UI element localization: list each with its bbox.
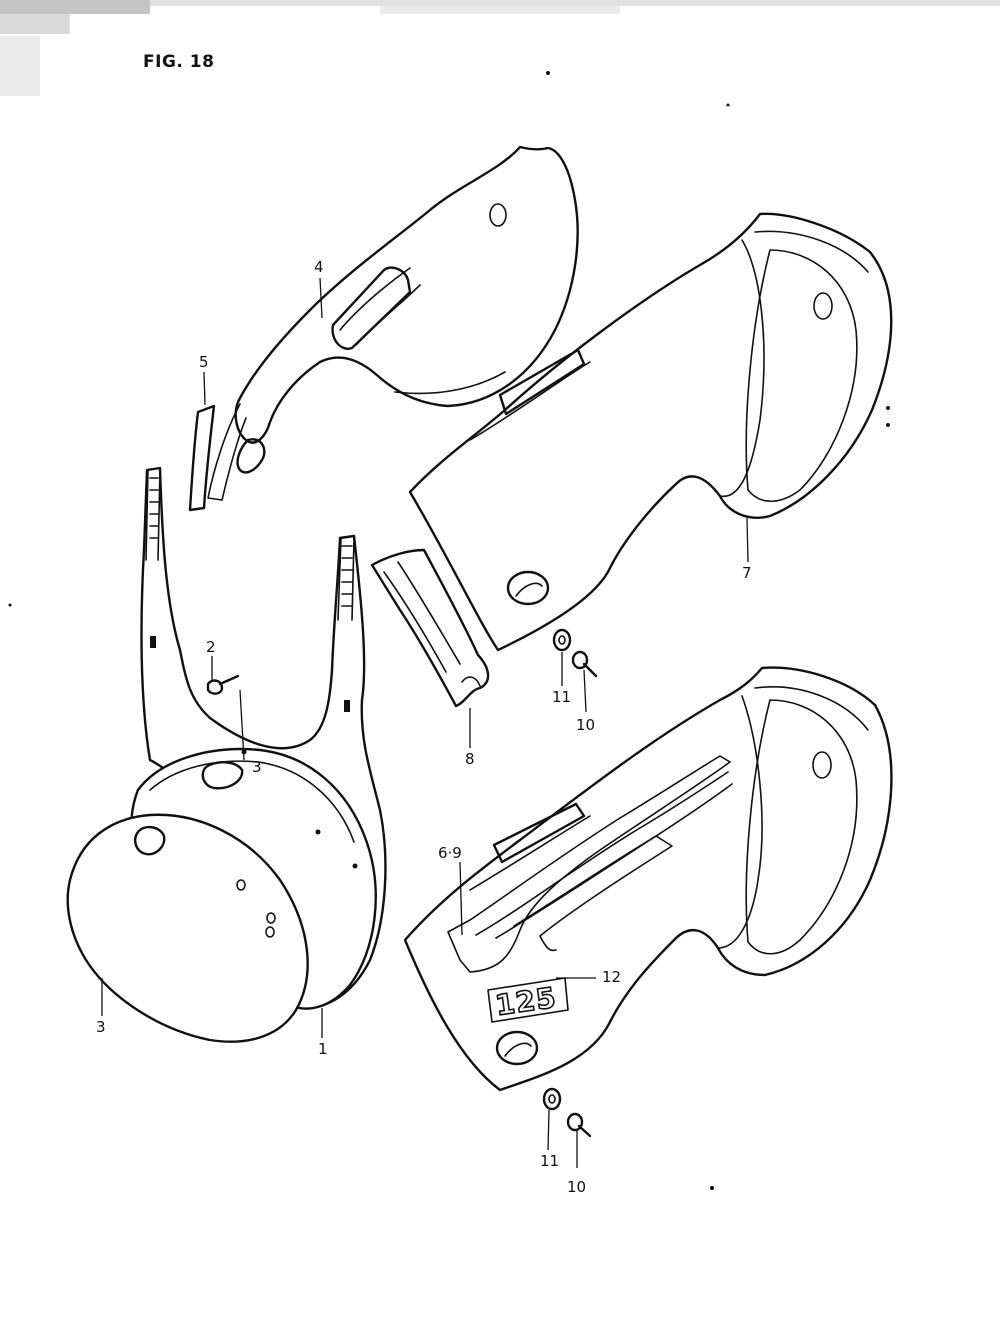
part-8-rubber-strip [370, 548, 490, 708]
callout-11-lower: 11 [540, 1152, 560, 1170]
callout-6-9: 6·9 [438, 844, 462, 862]
part-2-screw [206, 674, 240, 695]
part-5-trim-strip [188, 404, 216, 512]
part-10-screw-upper [571, 650, 598, 678]
callout-12: 12 [602, 968, 622, 986]
part-6-9-side-cover-with-decal [403, 666, 893, 1092]
part-7-side-cover-right [408, 212, 893, 652]
callout-3-upper: 3 [252, 758, 262, 776]
callout-1: 1 [318, 1040, 328, 1058]
part-10-screw-lower [566, 1112, 592, 1138]
part-3-headlight-lens [66, 813, 309, 1043]
figure-label: FIG. 18 [143, 52, 215, 72]
callout-10-upper: 10 [576, 716, 596, 734]
part-11-nut-lower [542, 1087, 562, 1111]
callout-5: 5 [199, 353, 209, 371]
scan-noise [0, 0, 1000, 1190]
callout-7: 7 [742, 564, 752, 582]
part-4-side-cover-left [207, 145, 579, 501]
callout-2: 2 [206, 638, 216, 656]
callout-10-lower: 10 [567, 1178, 587, 1196]
part-11-nut-upper [552, 628, 572, 652]
callout-4: 4 [314, 258, 324, 276]
callout-11-upper: 11 [552, 688, 572, 706]
leader-lines [101, 277, 749, 1168]
callout-3-lower: 3 [96, 1018, 106, 1036]
callout-8: 8 [465, 750, 475, 768]
